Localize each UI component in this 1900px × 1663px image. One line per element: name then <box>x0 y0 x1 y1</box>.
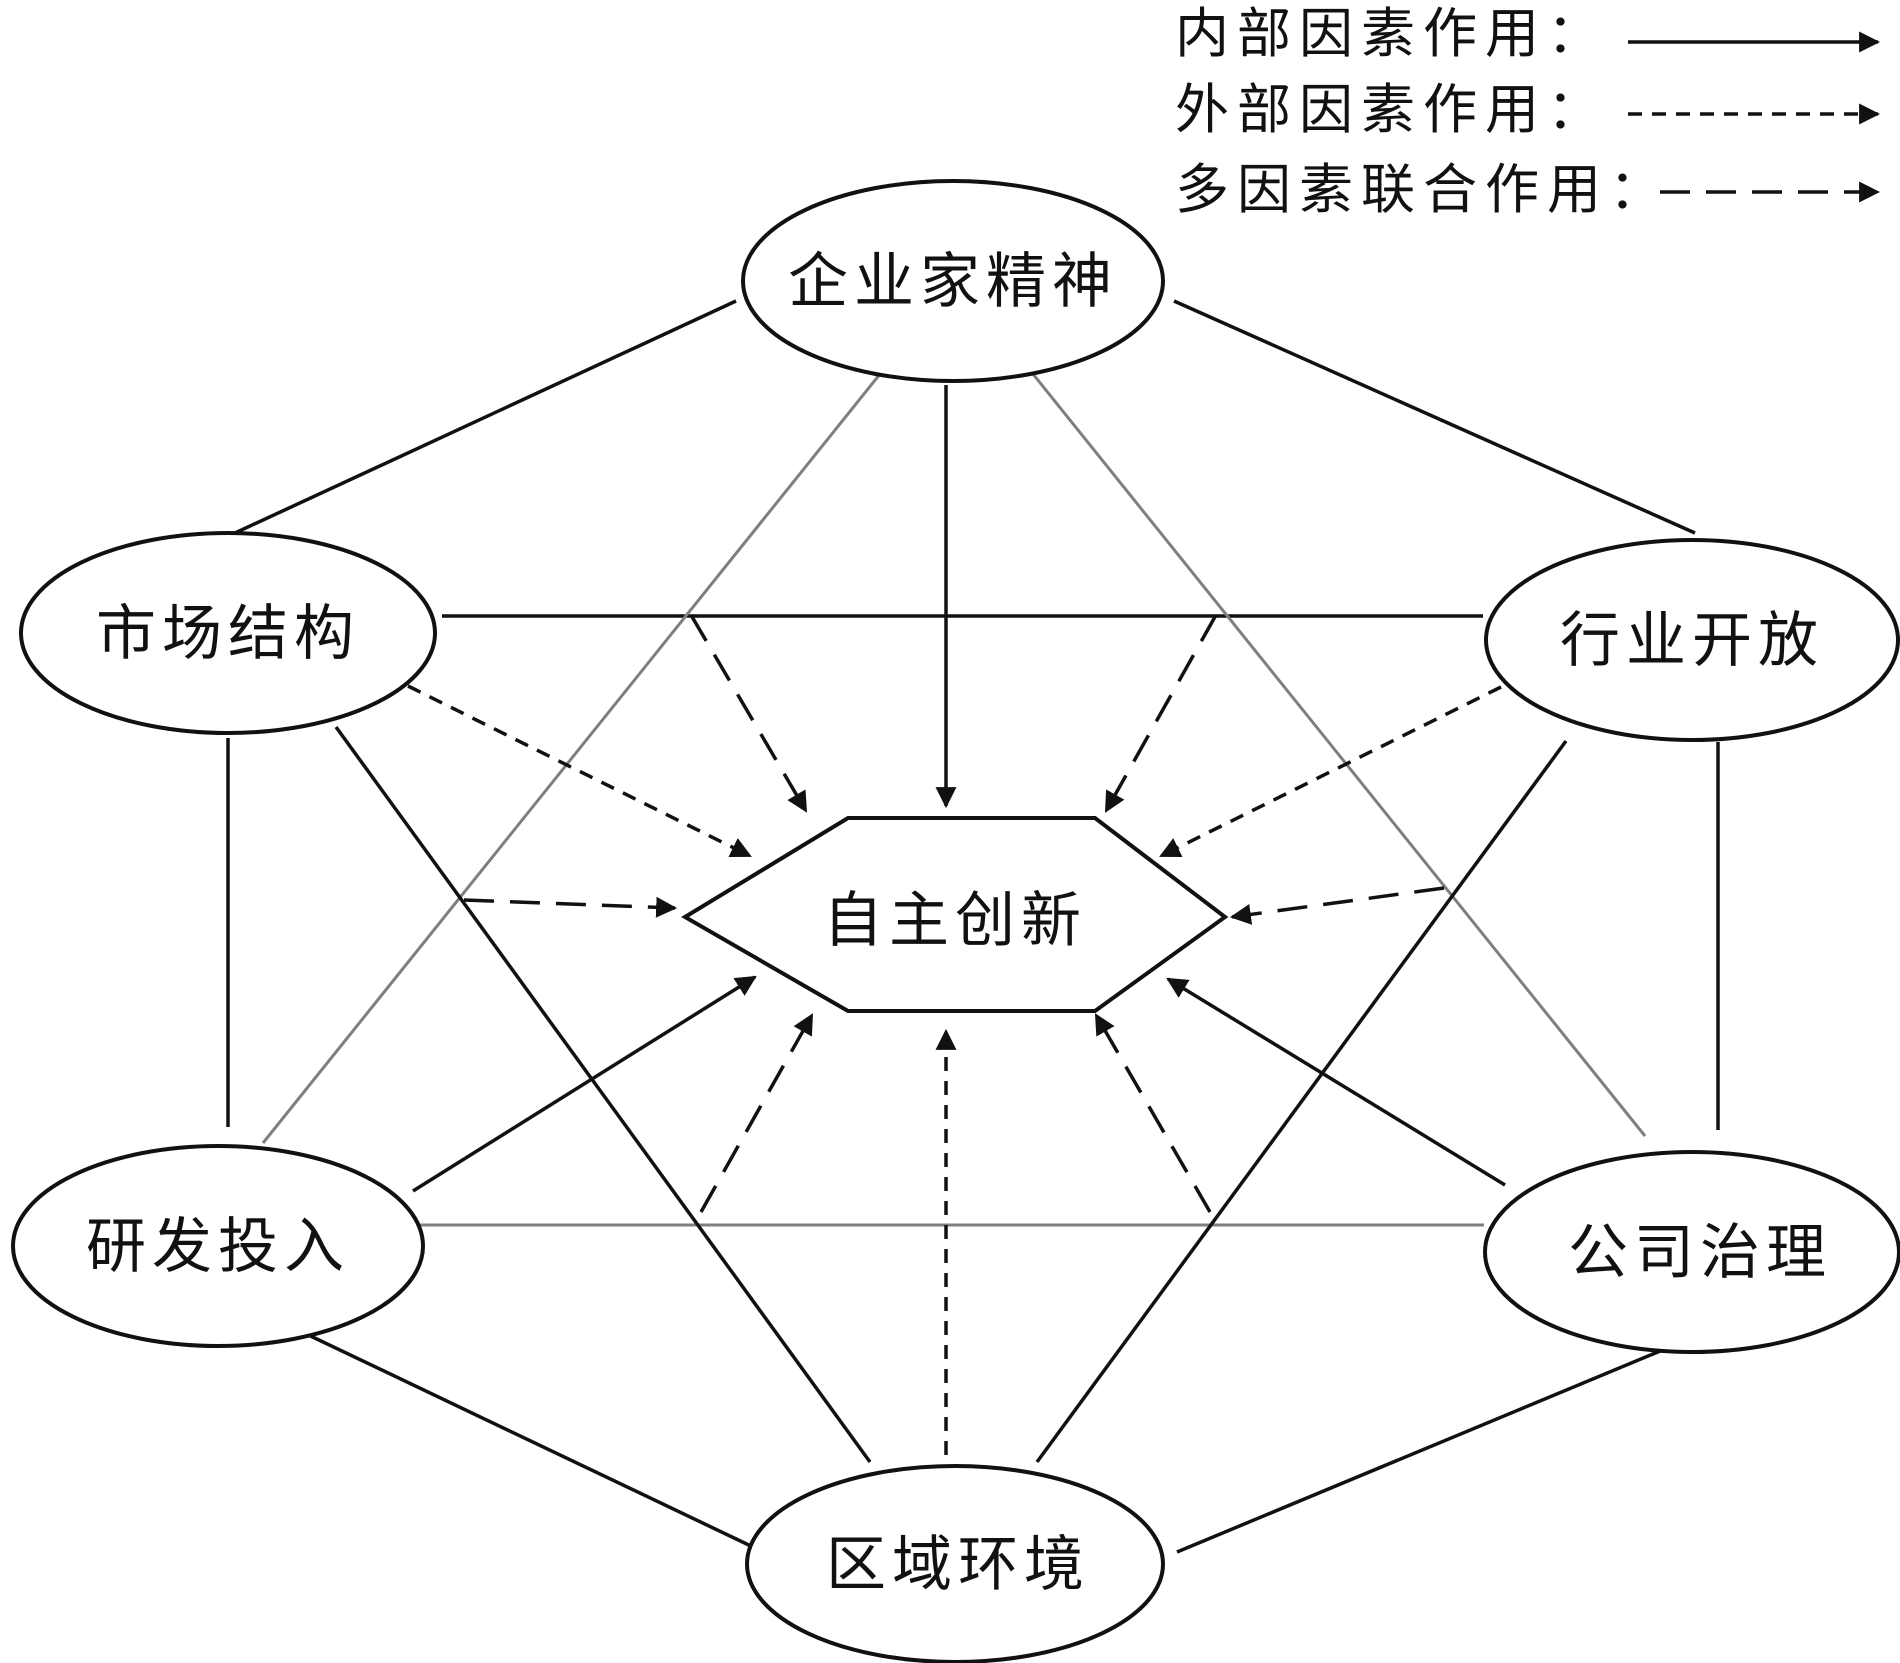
node-corporate-governance-label: 公司治理 <box>1568 1218 1832 1288</box>
arrow-market-to-center <box>407 684 752 858</box>
legend-internal-label: 内部因素作用： <box>1175 2 1609 65</box>
arrow-joint-right <box>1229 886 1445 925</box>
center-label: 自主创新 <box>823 886 1087 956</box>
edge-rd-regional <box>299 1329 754 1549</box>
node-corporate-governance: 公司治理 <box>1483 1150 1900 1354</box>
edge-market-regional <box>334 725 872 1464</box>
legend-external-label: 外部因素作用： <box>1175 78 1609 141</box>
node-regional-environment-shape <box>745 1464 1165 1663</box>
node-rd-investment-label: 研发投入 <box>86 1212 350 1282</box>
node-entrepreneurship-shape <box>741 179 1165 383</box>
arrow-industry-to-center <box>1159 685 1502 858</box>
arrow-governance-to-center <box>1166 977 1506 1187</box>
edge-entrepreneurship-rd <box>261 373 882 1144</box>
center-hexagon <box>681 816 1229 1013</box>
center-node: 自主创新 <box>681 816 1229 1013</box>
edge-entrepreneurship-industry <box>1173 299 1696 535</box>
node-entrepreneurship: 企业家精神 <box>741 179 1165 383</box>
node-market-structure: 市场结构 <box>19 531 437 735</box>
node-market-structure-shape <box>19 531 437 735</box>
node-entrepreneurship-label: 企业家精神 <box>788 247 1118 317</box>
arrow-joint-upper-left <box>689 614 808 813</box>
influence-arrows <box>407 385 1506 1455</box>
node-regional-environment: 区域环境 <box>745 1464 1165 1663</box>
edge-entrepreneurship-governance <box>1031 373 1647 1137</box>
node-rd-investment-shape <box>11 1144 425 1348</box>
node-industry-openness: 行业开放 <box>1484 538 1900 742</box>
node-industry-openness-shape <box>1484 538 1900 742</box>
arrow-rd-to-center <box>412 975 757 1193</box>
node-rd-investment: 研发投入 <box>11 1144 425 1348</box>
edge-industry-regional <box>1035 739 1568 1464</box>
legend: 内部因素作用： 外部因素作用： 多因素联合作用： <box>1175 2 1881 221</box>
edge-entrepreneurship-market <box>234 299 737 535</box>
legend-joint-label: 多因素联合作用： <box>1175 158 1671 221</box>
outer-edges <box>226 299 1720 1554</box>
node-market-structure-label: 市场结构 <box>96 599 360 669</box>
edge-governance-regional <box>1176 1347 1666 1554</box>
node-corporate-governance-shape <box>1483 1150 1900 1354</box>
arrow-joint-left <box>463 896 678 918</box>
arrow-joint-lower-right <box>1094 1013 1212 1213</box>
node-regional-environment-label: 区域环境 <box>826 1530 1090 1600</box>
node-industry-openness-label: 行业开放 <box>1560 606 1824 676</box>
arrow-joint-lower-left <box>699 1013 814 1213</box>
arrow-joint-upper-right <box>1104 614 1218 813</box>
